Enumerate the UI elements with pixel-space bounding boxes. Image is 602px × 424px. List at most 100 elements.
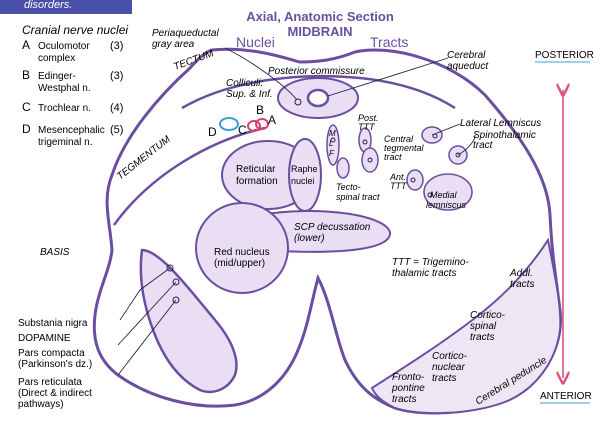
tract-dot: [172, 296, 180, 304]
periaqueductal-label-2: gray area: [152, 39, 195, 50]
nucleus-c-ring: [247, 120, 261, 132]
posterior-commissure-label: Posterior commissure: [268, 66, 365, 77]
corticonuclear-label-3: tracts: [432, 373, 456, 384]
nucleus-label-b: B: [256, 103, 264, 117]
tract-dot: [172, 278, 180, 286]
diagram-subtitle: MIDBRAIN: [288, 24, 353, 39]
ant-ttt-label-2: TTT: [390, 181, 408, 191]
legend-num: (4): [110, 102, 123, 114]
tract-dot: [166, 264, 174, 272]
red-nucleus-label-1: Red nucleus: [214, 247, 270, 258]
corticospinal-label-1: Cortico-: [470, 310, 506, 321]
cerebral-aqueduct-label-2: aqueduct: [447, 61, 489, 72]
diagram-title: Axial, Anatomic Section: [246, 9, 394, 24]
tracts-heading: Tracts: [370, 34, 408, 50]
colliculi-label-2: Sup. & Inf.: [226, 89, 273, 100]
tract-dot: [427, 192, 433, 198]
legend-item-a: A Oculomotor complex (3): [22, 38, 123, 64]
cerebral-aqueduct-label-1: Cerebral: [447, 50, 486, 61]
central-tegmental-label-3: tract: [384, 152, 402, 162]
tract-dot: [455, 152, 461, 158]
banner-text: disorders.: [24, 0, 73, 11]
legend-line1: Oculomotor: [38, 41, 90, 52]
ant-ttt-label-1: Ant.: [389, 172, 406, 182]
nucleus-label-c: C: [238, 123, 247, 137]
raphe-nuclei-oval: [288, 138, 322, 212]
scp-label-1: SCP decussation: [294, 222, 371, 233]
pars-reticulata-label-1: Pars reticulata: [18, 377, 82, 388]
frontopontine-label-3: tracts: [392, 394, 416, 405]
legend-line1: Trochlear n.: [38, 103, 91, 114]
legend-letter: C: [22, 100, 31, 114]
corticonuclear-label-2: nuclear: [432, 362, 465, 373]
legend-num: (3): [110, 40, 123, 52]
medial-lemniscus-label-2: lemniscus: [426, 200, 467, 210]
frontopontine-label-2: pontine: [391, 383, 425, 394]
raphe-label-1: Raphe: [291, 164, 318, 174]
periaqueductal-dot: [294, 98, 302, 106]
pars-compacta-label-1: Pars compacta: [18, 348, 85, 359]
periaqueductal-label-1: Periaqueductal: [152, 28, 219, 39]
tract-dot: [410, 177, 416, 183]
legend-line2: Westphal n.: [38, 83, 91, 94]
legend-item-d: D Mesencephalic trigeminal n. (5): [22, 122, 123, 148]
leader-lines: [117, 47, 476, 376]
addl-tracts-label-1: Addl.: [509, 268, 533, 279]
dopamine-label: DOPAMINE: [18, 333, 71, 344]
cerebral-aqueduct: [306, 88, 330, 108]
nucleus-label-d: D: [208, 125, 217, 139]
addl-tracts-label-2: tracts: [510, 279, 534, 290]
reticular-label-2: formation: [236, 176, 278, 187]
red-nucleus-oval: [195, 202, 289, 294]
legend-letter: A: [22, 38, 30, 52]
ttt-note-1: TTT = Trigemino-: [392, 257, 469, 268]
legend-heading: Cranial nerve nuclei: [22, 23, 128, 37]
scp-label-2: (lower): [294, 233, 325, 244]
mlf-label-l: L: [329, 139, 333, 148]
legend-line2: trigeminal n.: [38, 137, 92, 148]
red-nucleus-label-2: (mid/upper): [214, 258, 265, 269]
nucleus-d-ring: [219, 117, 239, 131]
colliculi-label-1: Colliculi:: [226, 78, 263, 89]
tract-dot: [362, 139, 368, 145]
ttt-note-2: thalamic tracts: [392, 268, 456, 279]
corticonuclear-label-1: Cortico-: [432, 351, 468, 362]
spinothalamic-label-2: tract: [473, 140, 494, 151]
top-banner: disorders.: [0, 0, 132, 14]
tegmentum-line: [112, 126, 266, 226]
scp-decussation: [259, 210, 392, 253]
mlf-label-f: F: [329, 149, 335, 158]
reticular-label-1: Reticular: [236, 164, 276, 175]
legend-item-c: C Trochlear n. (4): [22, 100, 123, 114]
legend-line1: Edinger-: [38, 71, 76, 82]
legend-letter: B: [22, 68, 30, 82]
lateral-lemniscus-label: Lateral Lemniscus: [460, 118, 541, 129]
substantia-nigra-label: Substania nigra: [18, 318, 88, 329]
legend-num: (3): [110, 70, 123, 82]
tract-dot: [367, 157, 373, 163]
nucleus-label-a: A: [268, 113, 276, 127]
spinothalamic-label-1: Spinothalamic: [473, 130, 536, 141]
tectospinal-label-2: spinal tract: [336, 192, 380, 202]
tectospinal-label-1: Tecto-: [336, 182, 361, 192]
legend-item-b: B Edinger- Westphal n. (3): [22, 68, 123, 94]
legend-line1: Mesencephalic: [38, 125, 105, 136]
mlf-label-m: M: [329, 129, 336, 138]
medial-lemniscus-oval: [423, 173, 473, 211]
tract-dot: [330, 137, 336, 143]
raphe-label-2: nuclei: [291, 176, 315, 186]
basis-label: BASIS: [40, 247, 70, 258]
mlf-oval: [326, 124, 340, 166]
corticospinal-label-3: tracts: [470, 332, 494, 343]
anterior-label: ANTERIOR: [540, 391, 592, 402]
tectospinal-oval: [336, 157, 350, 179]
basis-region: [139, 248, 238, 394]
tectum-line: [181, 74, 456, 110]
legend-line2: complex: [38, 53, 75, 64]
legend-letter: D: [22, 122, 31, 136]
central-tegmental-label-2: tegmental: [384, 143, 425, 153]
pars-reticulata-label-2: (Direct & indirect: [18, 388, 92, 399]
posterior-label: POSTERIOR: [535, 50, 594, 61]
central-tegmental-oval: [361, 147, 379, 173]
